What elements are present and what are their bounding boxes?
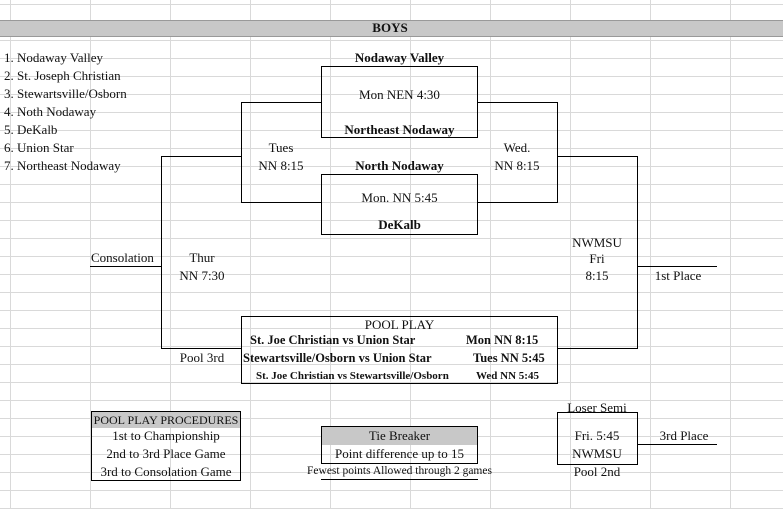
game1-time: Mon NEN 4:30 xyxy=(359,87,440,102)
first-place-label: 1st Place xyxy=(654,268,702,283)
consolation-label: Consolation xyxy=(91,250,154,265)
bracket-line xyxy=(557,156,638,157)
pool-2nd-label: Pool 2nd xyxy=(573,464,621,479)
third-place-time: Fri. 5:45 xyxy=(574,428,620,443)
final-time: 8:15 xyxy=(585,268,609,283)
pool-game-matchup: Stewartsville/Osborn vs Union Star xyxy=(243,351,432,365)
bracket-line xyxy=(161,156,242,157)
pool-3rd-label: Pool 3rd xyxy=(179,350,225,365)
game1-top-team: Nodaway Valley xyxy=(354,50,445,65)
bracket-line xyxy=(557,348,638,349)
team-list-item: 4. Noth Nodaway xyxy=(4,104,97,119)
pool-play-title: POOL PLAY xyxy=(364,317,435,332)
first-place-line xyxy=(637,266,717,267)
third-place-line xyxy=(557,464,638,465)
team-list-item: 2. St. Joseph Christian xyxy=(4,68,121,83)
game2-bottom-team: DeKalb xyxy=(378,217,421,232)
pool-game-matchup: St. Joe Christian vs Union Star xyxy=(250,333,416,347)
procedure-item: 3rd to Consolation Game xyxy=(100,464,232,479)
tie-breaker-line xyxy=(321,479,478,480)
tie-breaker-box xyxy=(321,426,478,464)
pool-game-time: Tues NN 5:45 xyxy=(473,351,545,365)
procedure-item: 2nd to 3rd Place Game xyxy=(106,446,226,461)
team-list-item: 5. DeKalb xyxy=(4,122,58,137)
final-day: Fri xyxy=(589,251,605,266)
team-list-item: 1. Nodaway Valley xyxy=(4,50,104,65)
procedures-box xyxy=(91,411,241,481)
tie-breaker-item: Fewest points Allowed through 2 games xyxy=(307,465,492,477)
tie-breaker-item: Point difference up to 15 xyxy=(334,446,464,461)
wed-time: NN 8:15 xyxy=(494,158,540,173)
team-list-item: 3. Stewartsville/Osborn xyxy=(4,86,127,101)
tues-connector xyxy=(241,102,322,203)
third-place-line xyxy=(637,444,717,445)
bracket-line xyxy=(161,156,162,348)
page-title: BOYS xyxy=(372,20,408,35)
wed-connector xyxy=(477,102,558,203)
pool-game-matchup: St. Joe Christian vs Stewartsville/Osbor… xyxy=(256,370,449,382)
team-list-item: 7. Northeast Nodaway xyxy=(4,158,121,173)
tues-day: Tues xyxy=(268,140,294,155)
game2-time: Mon. NN 5:45 xyxy=(361,190,438,205)
bracket-line xyxy=(161,348,242,349)
title-bar xyxy=(0,20,783,37)
loser-semi-label: Loser Semi xyxy=(567,400,627,415)
bracket-line xyxy=(637,156,638,348)
third-place-line xyxy=(637,412,638,464)
procedures-title: POOL PLAY PROCEDURES xyxy=(93,413,239,427)
thur-day: Thur xyxy=(189,250,215,265)
tie-breaker-title: Tie Breaker xyxy=(368,428,431,443)
team-list-item: 6. Union Star xyxy=(4,140,74,155)
game2-top-team: North Nodaway xyxy=(355,158,444,173)
game2-box xyxy=(321,174,478,235)
final-site: NWMSU xyxy=(572,235,622,250)
third-place-line xyxy=(557,412,558,464)
third-place-line xyxy=(557,412,638,413)
third-place-label: 3rd Place xyxy=(659,428,709,443)
procedures-header-fill xyxy=(92,412,240,428)
pool-play-box xyxy=(241,316,558,384)
third-place-site: NWMSU xyxy=(572,446,622,461)
wed-day: Wed. xyxy=(503,140,531,155)
game1-bottom-team: Northeast Nodaway xyxy=(344,122,455,137)
thur-time: NN 7:30 xyxy=(179,268,225,283)
pool-game-time: Wed NN 5:45 xyxy=(476,370,539,382)
pool-game-time: Mon NN 8:15 xyxy=(466,333,539,347)
tues-time: NN 8:15 xyxy=(258,158,304,173)
tie-breaker-header-fill xyxy=(322,427,477,445)
consolation-line xyxy=(90,266,162,267)
procedure-item: 1st to Championship xyxy=(112,428,220,443)
